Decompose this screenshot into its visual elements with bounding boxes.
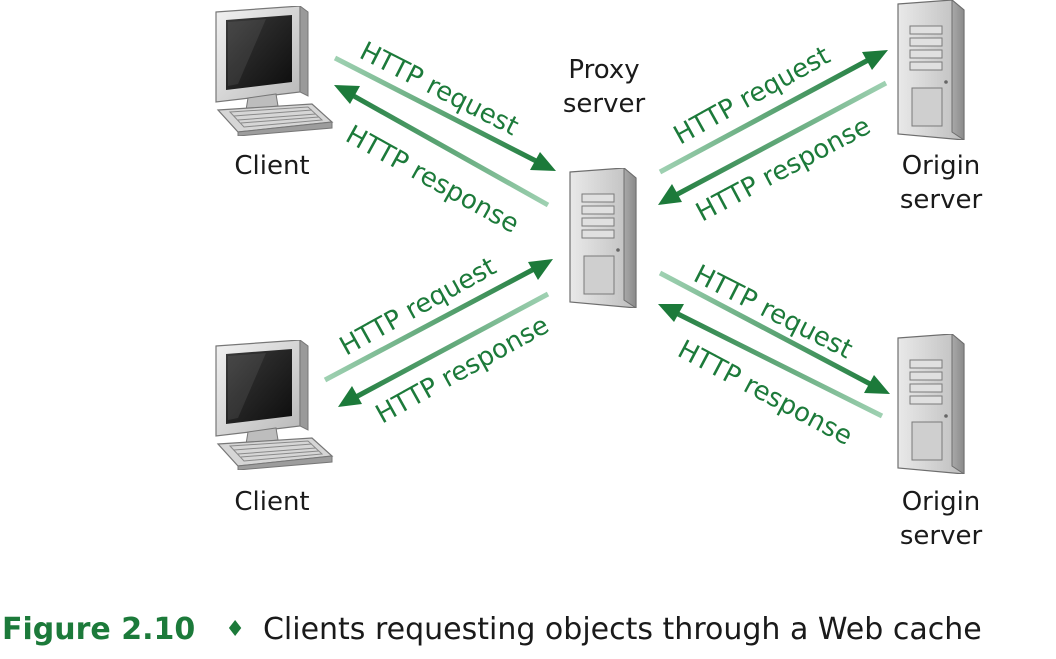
- request-arrowhead-icon: [530, 152, 556, 171]
- figure-number: Figure 2.10: [2, 612, 196, 647]
- client-top-label: Client: [234, 151, 309, 181]
- link-client-top-proxy: HTTP request HTTP response: [333, 37, 556, 240]
- response-arrowhead-icon: [658, 184, 682, 205]
- link-proxy-origin-top: HTTP request HTTP response: [658, 41, 888, 228]
- request-arrowhead-icon: [528, 259, 553, 280]
- request-arrowhead-icon: [864, 375, 890, 394]
- origin-top-label-line2: server: [900, 185, 983, 215]
- response-arrowhead-icon: [338, 386, 362, 407]
- response-arrowhead-icon: [658, 304, 684, 322]
- client-bottom-label: Client: [234, 487, 309, 517]
- client-top-computer-icon: [215, 6, 333, 136]
- origin-bottom-server-tower-icon: [897, 334, 965, 474]
- request-label: HTTP request: [355, 37, 523, 143]
- link-proxy-origin-bottom: HTTP request HTTP response: [658, 260, 890, 452]
- caption-text: Clients requesting objects through a Web…: [262, 612, 982, 647]
- figure-caption: Figure 2.10 ♦ Clients requesting objects t…: [0, 612, 1056, 659]
- request-arrow: [658, 55, 874, 175]
- request-label: HTTP request: [669, 41, 835, 151]
- request-arrow: [658, 270, 876, 389]
- link-client-bottom-proxy: HTTP request HTTP response: [323, 252, 554, 430]
- proxy-label-line1: Proxy: [568, 55, 639, 85]
- response-arrow: [672, 309, 884, 419]
- request-arrowhead-icon: [862, 50, 888, 70]
- diamond-separator-icon: ♦: [225, 617, 245, 642]
- origin-bottom-label-line2: server: [900, 521, 983, 551]
- request-arrow: [333, 55, 540, 165]
- response-arrow: [352, 291, 550, 401]
- web-cache-diagram: Client Client Proxy server Origin server…: [215, 0, 983, 551]
- response-arrow: [350, 92, 550, 208]
- proxy-server-tower-icon: [569, 168, 637, 308]
- origin-bottom-label-line1: Origin: [902, 487, 981, 517]
- proxy-label-line2: server: [563, 89, 646, 119]
- origin-top-label-line1: Origin: [902, 151, 981, 181]
- client-bottom-computer-icon: [215, 340, 333, 470]
- request-arrow: [323, 265, 538, 383]
- response-arrow: [672, 80, 888, 199]
- origin-top-server-tower-icon: [897, 0, 965, 140]
- response-arrowhead-icon: [334, 85, 360, 104]
